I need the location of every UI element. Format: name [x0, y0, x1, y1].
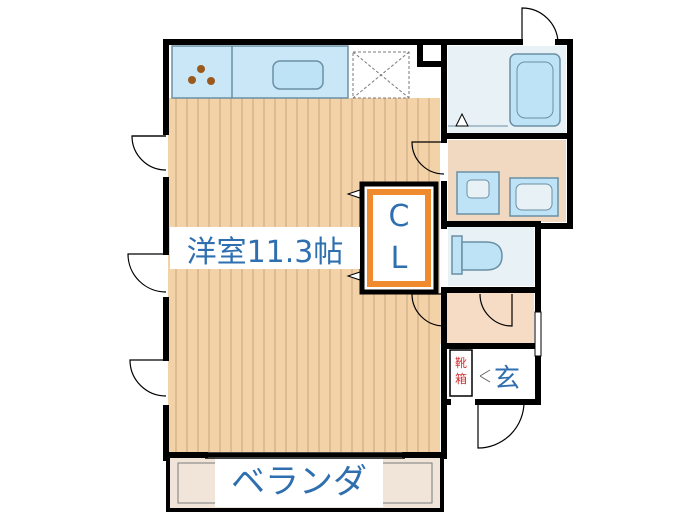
- door-swings: [127, 7, 559, 449]
- stove-burner-icon: [207, 77, 215, 85]
- shoe-box-label: 箱: [455, 371, 467, 386]
- stove-burner-icon: [188, 76, 196, 84]
- kitchen-sink-icon: [272, 60, 324, 90]
- entrance-label: 玄: [494, 364, 520, 394]
- door-arrow-icon: [346, 189, 361, 199]
- wash-basin-inner: [515, 183, 553, 211]
- closet-inner: [367, 189, 431, 287]
- toilet-tank-icon: [451, 235, 463, 275]
- closet-label: L: [391, 241, 408, 276]
- bathtub-inner: [516, 61, 554, 119]
- door-arrow-icon: [455, 112, 469, 127]
- room-label-box: [170, 227, 360, 269]
- shoe-box-label: 靴: [455, 356, 467, 370]
- step-mark: [479, 369, 491, 377]
- hallway-floor: [440, 292, 534, 344]
- entrance-side-window: [534, 311, 542, 357]
- shoe-box: [449, 349, 473, 397]
- balcony-label: ベランダ: [231, 462, 367, 502]
- room-label: 洋室11.3帖: [187, 235, 344, 270]
- fridge-space: [352, 51, 410, 99]
- closet-label: C: [389, 199, 410, 234]
- toilet-bowl-icon: [461, 241, 503, 271]
- fridge-cross: [352, 51, 410, 99]
- floor-stripes: [175, 98, 430, 452]
- stove-burner-icon: [197, 65, 205, 73]
- washing-machine-inner: [466, 179, 490, 199]
- step-mark: [479, 375, 491, 383]
- balcony-label-box: [215, 457, 383, 507]
- door-arrow-icon: [346, 271, 361, 281]
- walls: [163, 39, 573, 461]
